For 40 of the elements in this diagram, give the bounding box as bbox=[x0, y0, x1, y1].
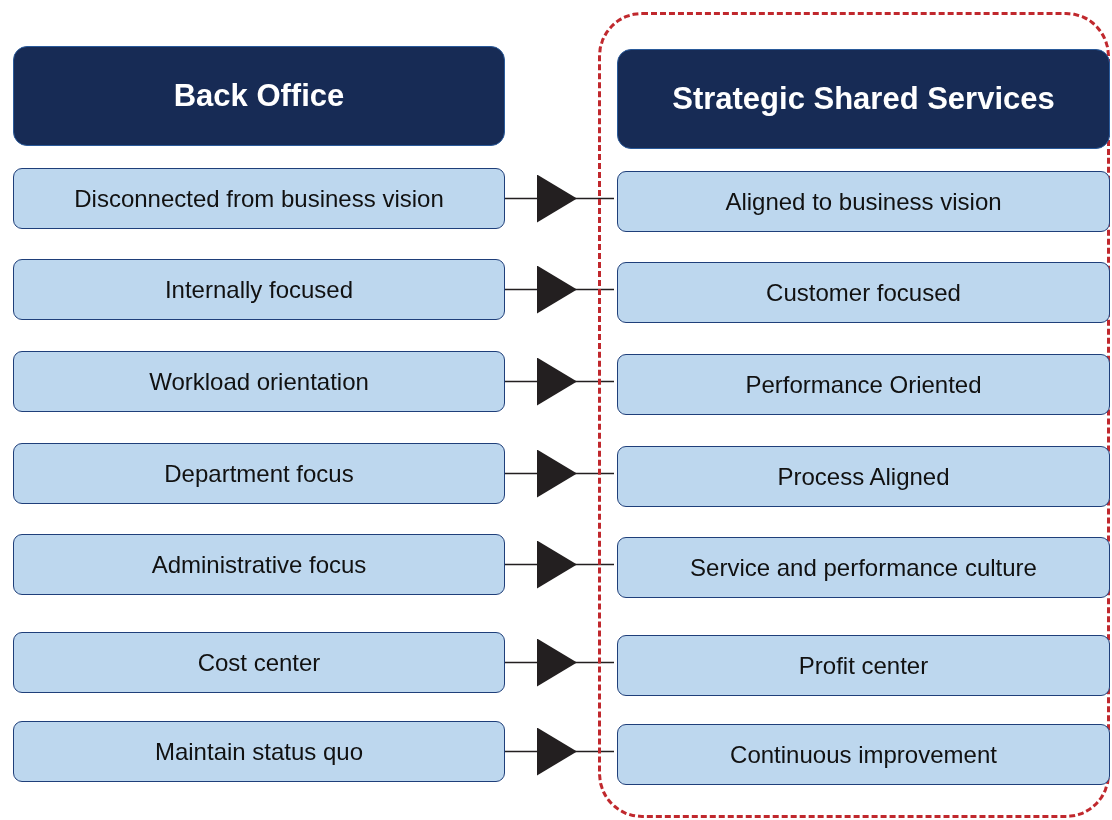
attribute-box bbox=[617, 354, 1110, 415]
box-label: Disconnected from business vision bbox=[74, 184, 444, 213]
box-label: Profit center bbox=[798, 651, 929, 680]
attribute-box bbox=[13, 168, 505, 229]
column-header bbox=[617, 49, 1110, 149]
box-label: Strategic Shared Services bbox=[672, 81, 1055, 117]
box-label: Workload orientation bbox=[149, 367, 369, 396]
box-label: Aligned to business vision bbox=[725, 187, 1002, 216]
box-label: Maintain status quo bbox=[154, 737, 364, 766]
arrow bbox=[504, 540, 615, 589]
attribute-box bbox=[617, 724, 1110, 785]
attribute-box bbox=[13, 259, 505, 320]
box-label: Customer focused bbox=[766, 278, 961, 307]
arrow bbox=[504, 449, 615, 498]
arrow bbox=[504, 357, 615, 406]
column-header bbox=[13, 46, 505, 146]
attribute-box bbox=[617, 262, 1110, 323]
attribute-box bbox=[13, 443, 505, 504]
attribute-box bbox=[13, 721, 505, 782]
box-label: Department focus bbox=[164, 459, 354, 488]
box-label: Administrative focus bbox=[151, 550, 367, 579]
attribute-box bbox=[13, 351, 505, 412]
attribute-box bbox=[617, 446, 1110, 507]
box-label: Continuous improvement bbox=[730, 740, 997, 769]
box-label: Service and performance culture bbox=[690, 553, 1037, 582]
attribute-box bbox=[617, 537, 1110, 598]
box-label: Cost center bbox=[197, 648, 321, 677]
attribute-box bbox=[13, 534, 505, 595]
arrow bbox=[504, 174, 615, 223]
attribute-box bbox=[13, 632, 505, 693]
arrow bbox=[504, 265, 615, 314]
attribute-box bbox=[617, 635, 1110, 696]
box-label: Internally focused bbox=[164, 275, 354, 304]
arrow bbox=[504, 638, 615, 687]
box-label: Back Office bbox=[173, 78, 345, 114]
arrow bbox=[504, 727, 615, 776]
box-label: Process Aligned bbox=[777, 462, 950, 491]
attribute-box bbox=[617, 171, 1110, 232]
dashed-boundary bbox=[598, 12, 1110, 818]
box-label: Performance Oriented bbox=[745, 370, 982, 399]
